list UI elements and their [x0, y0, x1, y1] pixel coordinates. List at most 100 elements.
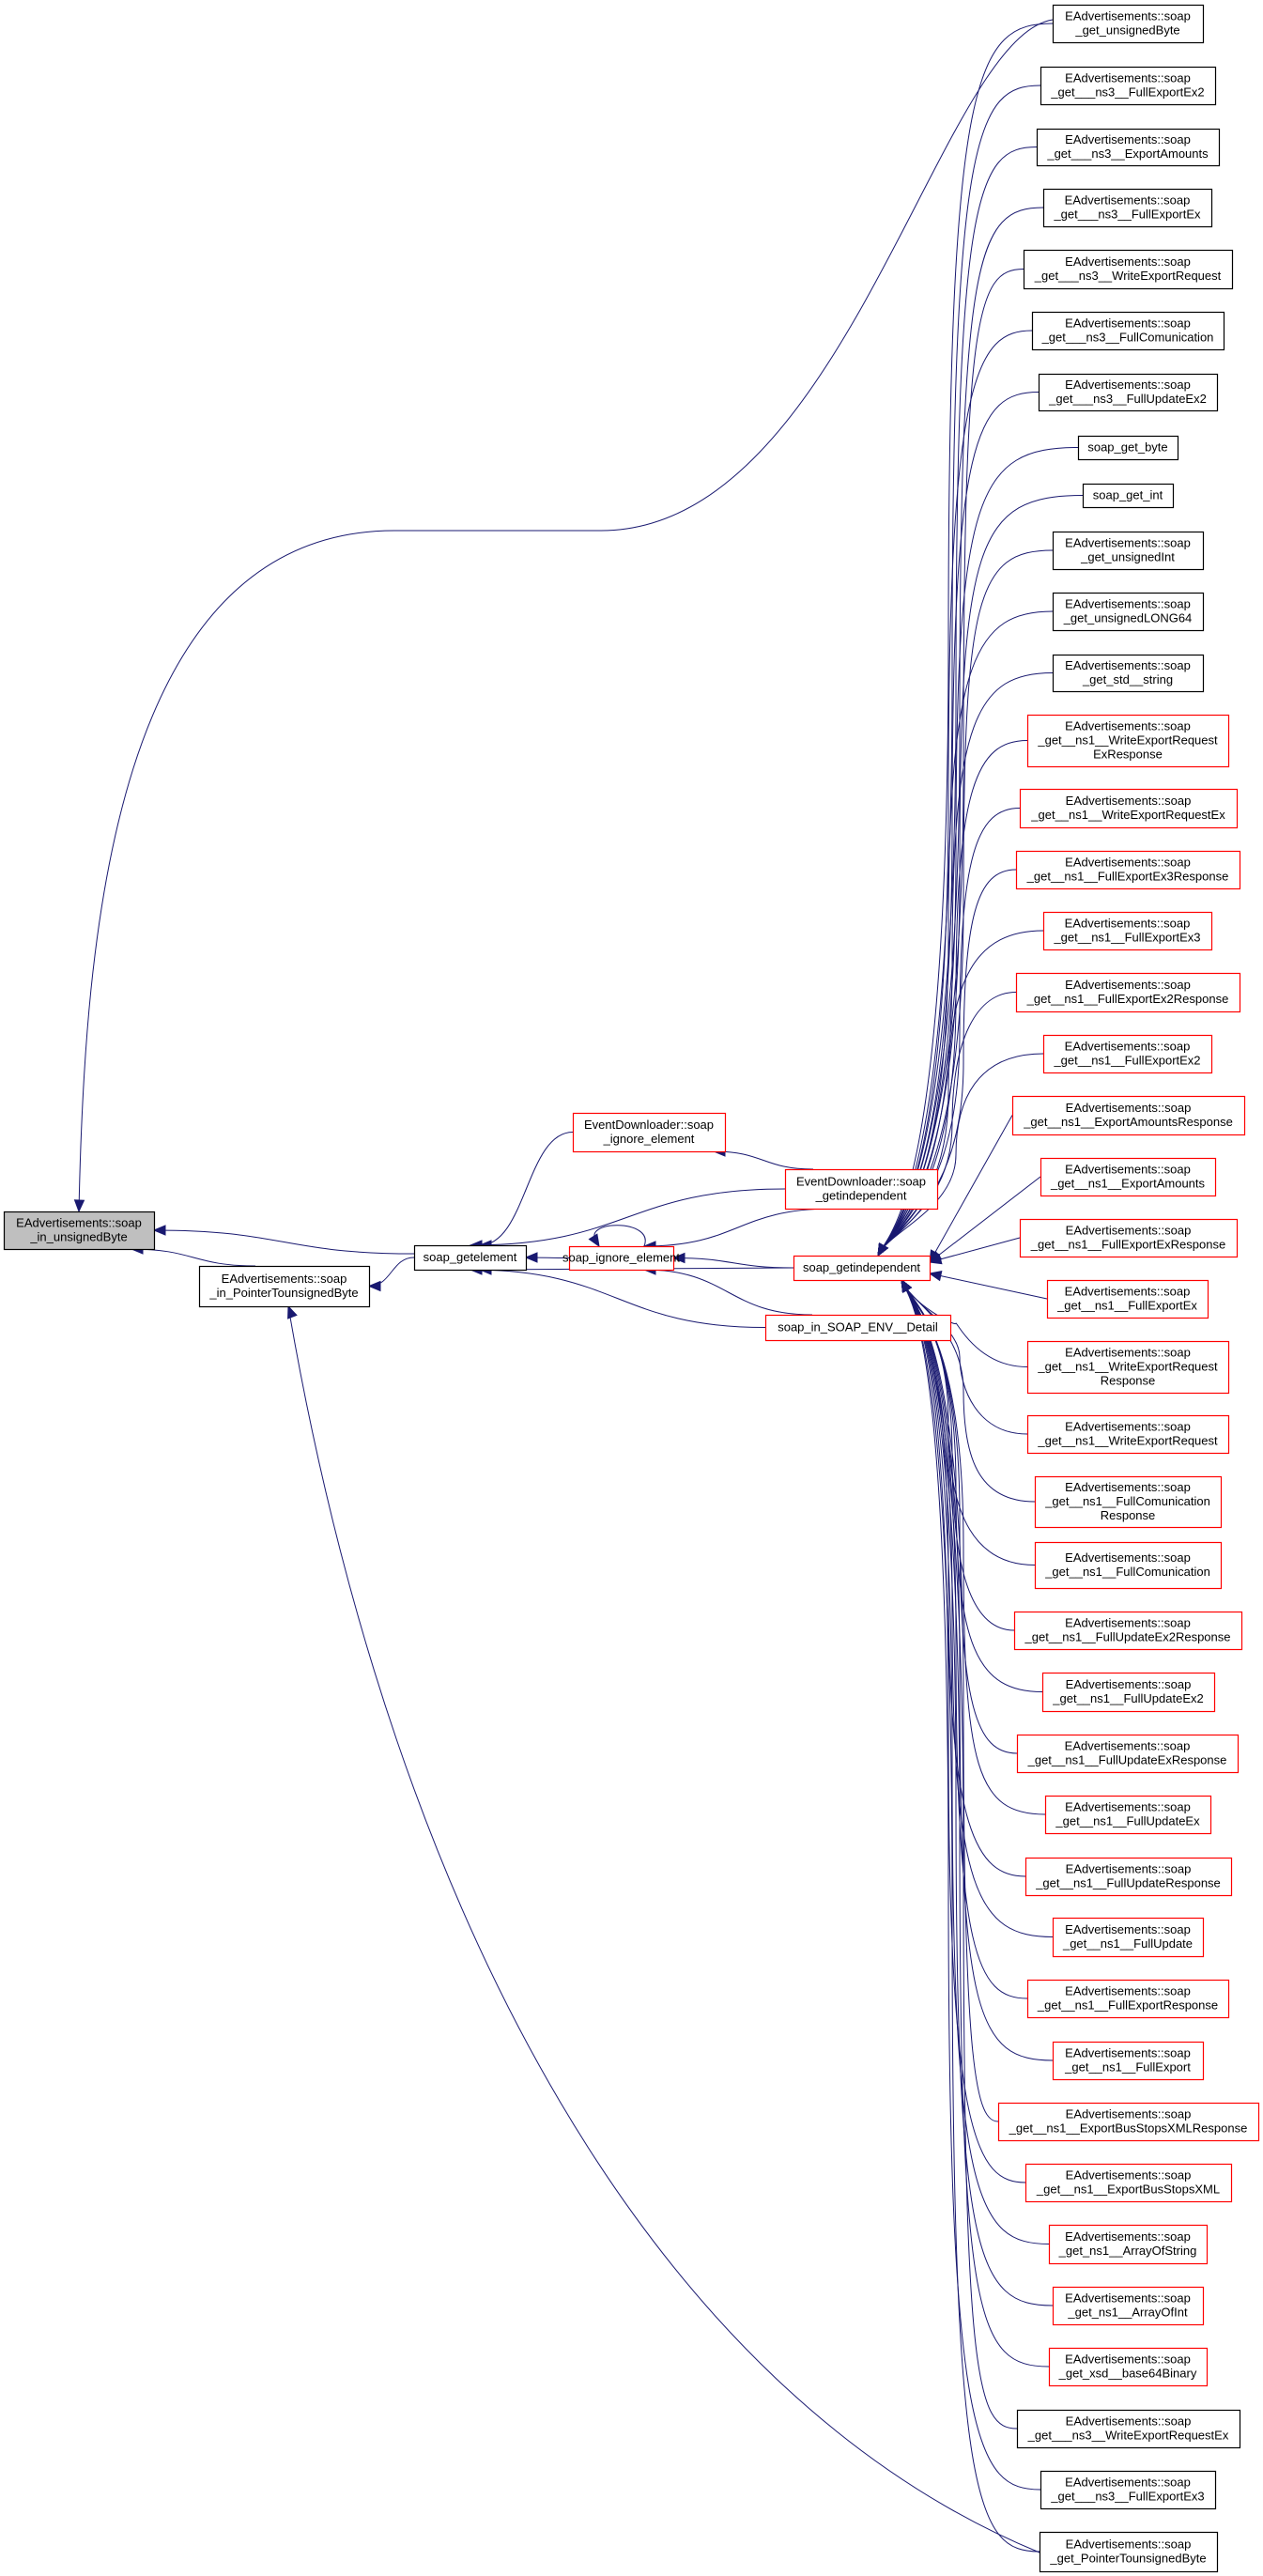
- graph-node-r1[interactable]: EAdvertisements::soap_get_unsignedByte: [1052, 4, 1205, 44]
- graph-node-root[interactable]: EAdvertisements::soap_in_unsignedByte: [3, 1211, 156, 1251]
- graph-node-r8[interactable]: soap_get_byte: [1077, 435, 1179, 461]
- node-label: EAdvertisements::soap: [1066, 2537, 1192, 2552]
- edge-path: [877, 610, 1054, 1257]
- node-box: [568, 1245, 675, 1272]
- node-label: _get_unsignedByte: [1074, 23, 1179, 38]
- graph-node-r21[interactable]: EAdvertisements::soap_get__ns1__FullExpo…: [1019, 1218, 1239, 1258]
- node-label: Response: [1101, 1374, 1156, 1388]
- graph-node-r24[interactable]: EAdvertisements::soap_get__ns1__WriteExp…: [1026, 1414, 1230, 1455]
- nodes-layer: EAdvertisements::soap_in_unsignedByteEAd…: [3, 4, 1260, 2573]
- graph-node-getindep[interactable]: soap_getindependent: [793, 1255, 932, 1282]
- graph-node-r22[interactable]: EAdvertisements::soap_get__ns1__FullExpo…: [1046, 1279, 1209, 1319]
- graph-node-r10[interactable]: EAdvertisements::soap_get_unsignedInt: [1052, 531, 1205, 571]
- graph-node-r40[interactable]: EAdvertisements::soap_get___ns3__WriteEx…: [1016, 2409, 1241, 2449]
- graph-node-ed_getindep[interactable]: EventDownloader::soap_getindependent: [784, 1168, 939, 1211]
- node-label: soap_getindependent: [803, 1260, 920, 1274]
- node-label: EAdvertisements::soap: [1065, 1550, 1191, 1565]
- graph-node-r38[interactable]: EAdvertisements::soap_get_ns1__ArrayOfIn…: [1052, 2286, 1205, 2326]
- graph-node-r37[interactable]: EAdvertisements::soap_get_ns1__ArrayOfSt…: [1048, 2224, 1209, 2265]
- graph-node-r23[interactable]: EAdvertisements::soap_get__ns1__WriteExp…: [1026, 1340, 1230, 1395]
- graph-node-r5[interactable]: EAdvertisements::soap_get___ns3__WriteEx…: [1023, 249, 1234, 290]
- graph-node-r28[interactable]: EAdvertisements::soap_get__ns1__FullUpda…: [1041, 1672, 1216, 1713]
- node-label: _get___ns3__WriteExportRequestEx: [1027, 2429, 1229, 2443]
- edge-path: [929, 1237, 1021, 1263]
- graph-node-r35[interactable]: EAdvertisements::soap_get__ns1__ExportBu…: [997, 2102, 1260, 2142]
- graph-node-r36[interactable]: EAdvertisements::soap_get__ns1__ExportBu…: [1024, 2163, 1233, 2203]
- node-box: [1026, 714, 1230, 768]
- node-box: [3, 1211, 156, 1251]
- graph-node-r14[interactable]: EAdvertisements::soap_get__ns1__WriteExp…: [1019, 788, 1239, 829]
- graph-node-r17[interactable]: EAdvertisements::soap_get__ns1__FullExpo…: [1015, 972, 1241, 1013]
- node-box: [1019, 788, 1239, 829]
- graph-node-r7[interactable]: EAdvertisements::soap_get___ns3__FullUpd…: [1038, 373, 1219, 412]
- node-label: _get__ns1__ExportBusStopsXML: [1036, 2183, 1220, 2197]
- node-box: [997, 2102, 1260, 2142]
- node-label: _get__ns1__FullUpdateEx2: [1052, 1691, 1203, 1705]
- graph-node-r18[interactable]: EAdvertisements::soap_get__ns1__FullExpo…: [1042, 1034, 1213, 1074]
- graph-node-r39[interactable]: EAdvertisements::soap_get_xsd__base64Bin…: [1048, 2347, 1209, 2387]
- graph-node-env_detail[interactable]: soap_in_SOAP_ENV__Detail: [764, 1314, 952, 1342]
- node-box: [198, 1265, 371, 1308]
- node-label: EAdvertisements::soap: [1065, 1420, 1191, 1434]
- graph-node-r41[interactable]: EAdvertisements::soap_get___ns3__FullExp…: [1040, 2470, 1217, 2510]
- node-label: _get_xsd__base64Binary: [1058, 2367, 1197, 2381]
- graph-node-r19[interactable]: EAdvertisements::soap_get__ns1__ExportAm…: [1011, 1095, 1246, 1136]
- graph-node-r34[interactable]: EAdvertisements::soap_get__ns1__FullExpo…: [1052, 2041, 1205, 2081]
- node-box: [1034, 1541, 1223, 1590]
- node-label: EAdvertisements::soap: [1065, 1040, 1191, 1054]
- graph-node-r6[interactable]: EAdvertisements::soap_get___ns3__FullCom…: [1031, 311, 1225, 351]
- node-label: EAdvertisements::soap: [222, 1272, 347, 1286]
- edge-path: [593, 1225, 646, 1247]
- graph-node-ed_ignore[interactable]: EventDownloader::soap_ignore_element: [572, 1112, 727, 1153]
- node-box: [1052, 531, 1205, 571]
- node-label: _get__ns1__FullExportEx: [1056, 1299, 1197, 1313]
- graph-node-ignore[interactable]: soap_ignore_element: [562, 1245, 680, 1272]
- graph-node-r30[interactable]: EAdvertisements::soap_get__ns1__FullUpda…: [1044, 1795, 1212, 1835]
- graph-node-r26[interactable]: EAdvertisements::soap_get__ns1__FullComu…: [1034, 1541, 1223, 1590]
- graph-node-r12[interactable]: EAdvertisements::soap_get_std__string: [1052, 654, 1205, 693]
- node-label: EAdvertisements::soap: [1065, 978, 1191, 992]
- node-label: _get__ns1__FullExportResponse: [1037, 1998, 1218, 2013]
- edge-path: [877, 992, 1017, 1257]
- graph-node-r2[interactable]: EAdvertisements::soap_get___ns3__FullExp…: [1040, 66, 1217, 106]
- graph-node-r31[interactable]: EAdvertisements::soap_get__ns1__FullUpda…: [1024, 1857, 1233, 1897]
- graph-node-r27[interactable]: EAdvertisements::soap_get__ns1__FullUpda…: [1013, 1611, 1243, 1651]
- node-label: EAdvertisements::soap: [1065, 856, 1191, 870]
- edge-path: [479, 1132, 574, 1246]
- graph-node-r3[interactable]: EAdvertisements::soap_get___ns3__ExportA…: [1036, 128, 1221, 167]
- node-label: EAdvertisements::soap: [1065, 1984, 1191, 1998]
- node-label: EAdvertisements::soap: [1065, 9, 1191, 23]
- graph-node-r13[interactable]: EAdvertisements::soap_get__ns1__WriteExp…: [1026, 714, 1230, 768]
- node-label: _get__ns1__FullComunication: [1044, 1565, 1210, 1579]
- graph-node-in_ptr[interactable]: EAdvertisements::soap_in_PointerTounsign…: [198, 1265, 371, 1308]
- node-label: EAdvertisements::soap: [1065, 2046, 1191, 2060]
- graph-node-r9[interactable]: soap_get_int: [1082, 483, 1175, 509]
- node-box: [1052, 1917, 1205, 1958]
- node-box: [784, 1168, 939, 1211]
- graph-node-r20[interactable]: EAdvertisements::soap_get__ns1__ExportAm…: [1040, 1157, 1217, 1197]
- node-label: _get__ns1__FullComunication: [1044, 1494, 1210, 1508]
- node-box: [1040, 66, 1217, 106]
- graph-node-r15[interactable]: EAdvertisements::soap_get__ns1__FullExpo…: [1015, 850, 1241, 890]
- node-label: EventDownloader::soap: [796, 1175, 926, 1189]
- node-label: EAdvertisements::soap: [1065, 597, 1191, 611]
- edge-path: [131, 1248, 256, 1267]
- node-label: _get_ns1__ArrayOfString: [1058, 2244, 1197, 2258]
- graph-node-r16[interactable]: EAdvertisements::soap_get__ns1__FullExpo…: [1042, 911, 1213, 951]
- node-label: EAdvertisements::soap: [1066, 2168, 1192, 2183]
- graph-node-r29[interactable]: EAdvertisements::soap_get__ns1__FullUpda…: [1016, 1734, 1240, 1774]
- node-box: [1011, 1095, 1246, 1136]
- graph-node-r11[interactable]: EAdvertisements::soap_get_unsignedLONG64: [1052, 592, 1205, 632]
- node-label: soap_getelement: [424, 1250, 517, 1264]
- node-label: _get__ns1__FullUpdateEx: [1055, 1814, 1200, 1828]
- node-label: EAdvertisements::soap: [1065, 1480, 1191, 1494]
- graph-node-r32[interactable]: EAdvertisements::soap_get__ns1__FullUpda…: [1052, 1917, 1205, 1958]
- graph-node-r33[interactable]: EAdvertisements::soap_get__ns1__FullExpo…: [1026, 1979, 1230, 2019]
- edge-path: [713, 1150, 814, 1170]
- graph-node-r4[interactable]: EAdvertisements::soap_get___ns3__FullExp…: [1042, 188, 1213, 228]
- graph-node-r42[interactable]: EAdvertisements::soap_get_PointerTounsig…: [1039, 2531, 1219, 2573]
- graph-node-r25[interactable]: EAdvertisements::soap_get__ns1__FullComu…: [1034, 1475, 1223, 1529]
- graph-node-getelement[interactable]: soap_getelement: [413, 1244, 528, 1272]
- node-label: _get__ns1__ExportBusStopsXMLResponse: [1009, 2121, 1248, 2136]
- node-label: EAdvertisements::soap: [1066, 2414, 1192, 2429]
